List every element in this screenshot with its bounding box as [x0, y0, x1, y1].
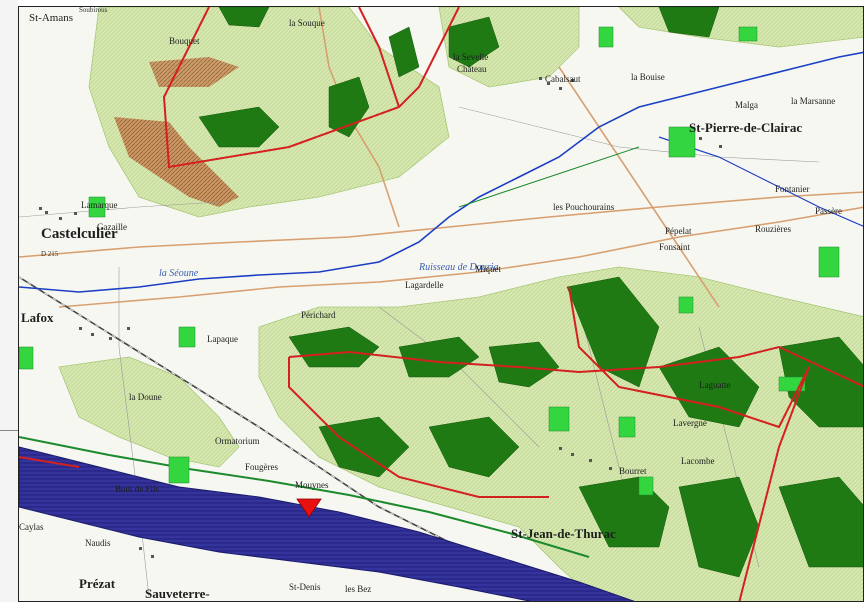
hillside-zone-west [58, 356, 240, 468]
label-la-souque: la Souque [289, 18, 325, 28]
label-st-jean-de-thurac: St-Jean-de-Thurac [511, 526, 616, 541]
zone-boundary-central [288, 345, 863, 388]
label-ormatorium: Ormatorium [215, 436, 260, 446]
label-fougeres: Fougères [245, 462, 278, 472]
forest-patch [658, 346, 760, 428]
label-ruisseau: Ruisseau de Dauria [419, 262, 499, 273]
forest-patch [778, 476, 863, 568]
forest-patch [198, 106, 280, 148]
forest-patch [388, 26, 420, 78]
garonne-river [19, 446, 635, 601]
forest-patch [658, 7, 720, 38]
forest-patch [448, 16, 500, 68]
green-parcel [19, 346, 34, 370]
green-parcel [818, 246, 840, 278]
seoune-branch [658, 136, 863, 227]
green-parcel [548, 406, 570, 432]
forest-patch [778, 336, 863, 428]
label-les-pouchourains: les Pouchourains [553, 202, 615, 212]
label-bouquet: Bouquet [169, 36, 200, 46]
margin-divider [0, 430, 18, 431]
label-lacombe: Lacombe [681, 456, 715, 466]
zone-boundaries [19, 7, 863, 601]
road-d215 [19, 191, 863, 258]
label-caylas: Caylas [19, 522, 44, 532]
roads [19, 7, 863, 308]
label-rouzieres: Rouzières [755, 224, 791, 234]
forest-patch [218, 7, 270, 28]
vineyard-patch-1 [114, 117, 239, 207]
forest-patch [428, 416, 520, 478]
vineyard-zones [114, 57, 239, 207]
label-sauveterre: Sauveterre- [145, 586, 210, 601]
forest-patch [488, 341, 560, 388]
label-st-amans: St-Amans [29, 12, 73, 24]
label-laguatte: Laguatte [699, 380, 731, 390]
label-lagardelle: Lagardelle [405, 280, 444, 290]
zone-boundary-north [162, 7, 460, 169]
label-lavergne: Lavergne [673, 418, 707, 428]
label-gazaille: Gazaille [97, 222, 127, 232]
green-parcel [668, 126, 696, 158]
label-la-bouise: la Bouise [631, 72, 665, 82]
forest-patch [566, 276, 660, 388]
green-parcel [88, 196, 106, 218]
label-bout-de-fils: Bout de Fils [115, 484, 160, 494]
label-mouyines: Mouynes [295, 480, 329, 490]
road-east [558, 66, 720, 308]
forest-patch [288, 326, 380, 368]
canal [19, 436, 590, 558]
green-parcel [738, 26, 758, 42]
label-pepelat: Pépelat [665, 226, 692, 236]
bright-green-parcels [19, 26, 840, 496]
green-parcel [638, 476, 654, 496]
zone-boundary-west [19, 456, 80, 468]
left-margin-strip [0, 0, 18, 602]
label-castelculier: Castelculier [41, 226, 118, 242]
label-malga: Malga [735, 100, 758, 110]
label-la-doune: la Doune [129, 392, 162, 402]
green-parcel [178, 326, 196, 348]
forest-patch [398, 336, 480, 378]
label-prezat: Prézat [79, 576, 116, 591]
topographic-map[interactable] [19, 7, 864, 602]
seoune-river [19, 51, 863, 293]
green-parcel [598, 26, 614, 48]
forest-patch [678, 476, 760, 578]
label-naudis: Naudis [85, 538, 111, 548]
label-lapaque: Lapaque [207, 334, 238, 344]
building-clusters [39, 77, 722, 558]
label-perichard: Périchard [301, 310, 336, 320]
label-fontanier: Fontanier [775, 184, 810, 194]
label-lamarque: Lamarque [81, 200, 118, 210]
green-parcel [678, 296, 694, 314]
label-miquet: Miquet [475, 264, 501, 274]
zone-boundary-loop [288, 357, 549, 498]
label-lafox: Lafox [21, 310, 54, 325]
label-st-pierre-de-clairac: St-Pierre-de-Clairac [689, 120, 803, 135]
zone-boundary-north-inner [358, 7, 400, 108]
label-fonsaint: Fonsaint [659, 242, 691, 252]
label-chateau: Château [457, 64, 487, 74]
label-d215: D 215 [41, 250, 59, 258]
green-parcel [168, 456, 190, 484]
vineyard-patch-2 [149, 57, 239, 87]
label-passere: Passère [815, 206, 842, 216]
label-les-bez: les Bez [345, 584, 372, 594]
label-soubirous: Soubirous [79, 6, 108, 14]
location-marker [296, 498, 322, 518]
label-cabalsaut: Cabalsaut [545, 74, 581, 84]
map-frame[interactable]: St-Amans Soubirous Bouquet la Souque la … [18, 6, 864, 602]
green-parcel [618, 416, 636, 438]
stream-green [458, 146, 640, 208]
label-bourret: Bourret [619, 466, 647, 476]
label-st-denis: St-Denis [289, 582, 321, 592]
label-la-sevelle: la Sevelle [453, 52, 489, 62]
forest-patch [318, 416, 410, 478]
road-central [58, 206, 863, 308]
zone-boundary-east [568, 286, 810, 601]
label-seoune-river: la Séoune [159, 268, 199, 279]
label-la-marsanne: la Marsanne [791, 96, 836, 106]
